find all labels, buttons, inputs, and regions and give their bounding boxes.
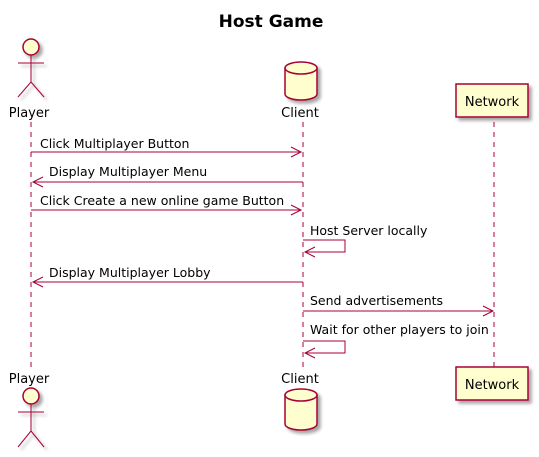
message-2: Display Multiplayer Menu [31,164,303,188]
participant-player-label-bottom: Player [9,372,50,387]
message-7-self: Wait for other players to join [303,322,489,359]
arrow-head-right-icon [290,204,303,216]
arrow-head-left-icon [31,176,44,188]
arrow-head-right-icon [290,146,303,158]
participant-player-label-top: Player [9,106,50,121]
message-label: Wait for other players to join [310,322,489,337]
participant-client-label-bottom: Client [281,372,319,387]
message-label: Send advertisements [310,293,443,308]
message-label: Click Create a new online game Button [40,193,284,208]
message-5: Display Multiplayer Lobby [31,265,303,288]
participant-network-top [455,83,529,118]
arrow-head-left-icon [31,276,44,288]
participant-network-bottom [455,366,529,401]
message-label: Click Multiplayer Button [40,136,189,151]
participant-player-bottom [17,387,45,448]
participant-client-top [284,61,318,101]
message-3: Click Create a new online game Button [31,193,303,216]
arrow-head-left-icon [303,246,316,258]
diagram-title: Host Game [219,12,324,32]
message-label: Host Server locally [310,223,428,238]
message-6: Send advertisements [303,293,495,317]
message-1: Click Multiplayer Button [31,136,303,158]
message-label: Display Multiplayer Lobby [49,265,211,280]
participant-player-top [17,38,45,98]
arrow-head-left-icon [303,347,316,359]
participant-network-label-bottom: Network [465,378,520,393]
message-label: Display Multiplayer Menu [49,164,207,179]
message-4-self: Host Server locally [303,223,428,258]
participant-client-bottom [284,388,318,431]
arrow-head-right-icon [482,305,495,317]
participant-network-label-top: Network [465,95,520,110]
participant-client-label-top: Client [281,106,319,121]
